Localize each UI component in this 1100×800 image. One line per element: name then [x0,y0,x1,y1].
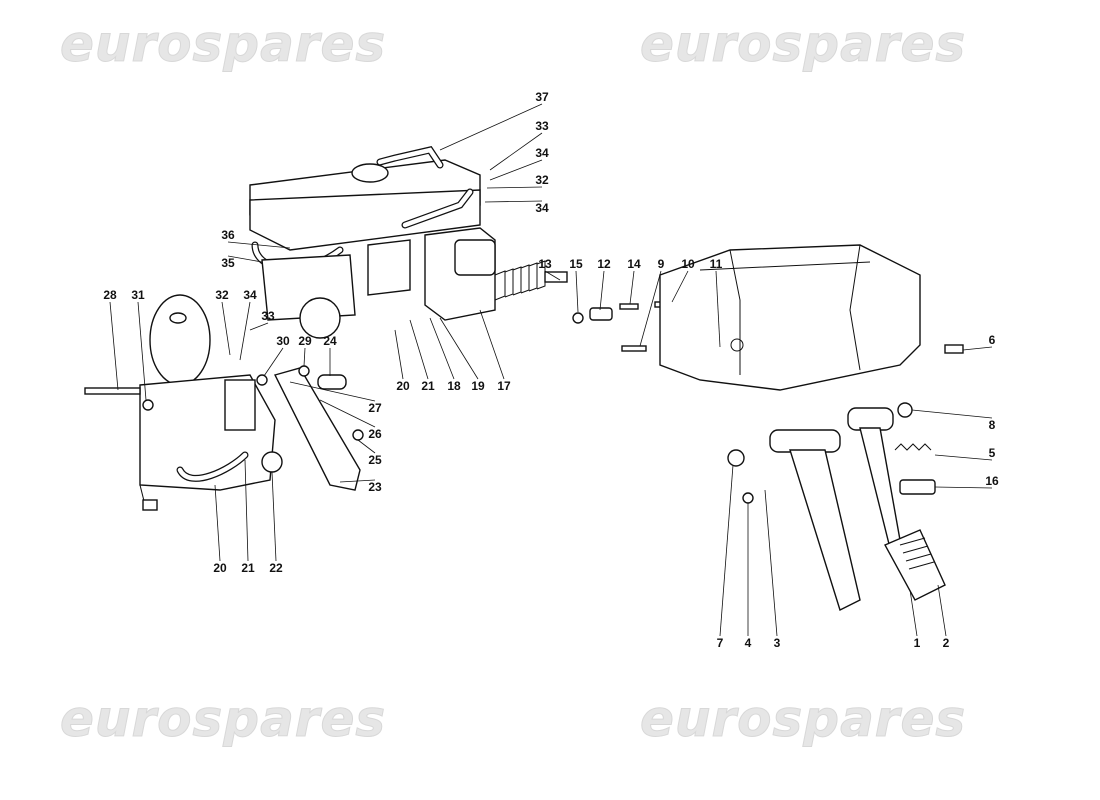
callout-5: 5 [988,446,996,460]
leader-line [575,270,579,313]
leader-line [249,322,269,331]
callout-1: 1 [913,636,921,650]
leader-line [439,103,543,151]
callout-3: 3 [773,636,781,650]
callout-33: 33 [535,119,549,133]
callout-16: 16 [985,474,999,488]
callout-32: 32 [215,288,229,302]
callout-18: 18 [447,379,461,393]
callout-6: 6 [988,333,996,347]
leader-line [911,409,993,419]
callout-33: 33 [261,309,275,323]
callout-36: 36 [221,228,235,242]
callout-31: 31 [131,288,145,302]
callout-4: 4 [744,636,752,650]
leader-line [671,270,689,303]
watermark: eurospares [639,690,967,749]
callout-26: 26 [368,427,382,441]
callout-29: 29 [298,334,312,348]
callout-19: 19 [471,379,485,393]
watermark: eurospares [59,15,387,74]
leader-line [239,301,251,361]
leader-line [319,399,376,428]
leader-line [221,301,231,356]
leader-line [214,484,221,562]
leader-line [962,346,993,351]
callout-23: 23 [368,480,382,494]
leader-line [137,301,147,401]
hydraulic-unit [261,227,568,339]
callout-21: 21 [241,561,255,575]
leader-line [357,439,376,454]
leader-line [289,381,376,402]
leader-line [271,471,277,562]
pedal-assembly [769,407,946,611]
leader-line [544,270,561,281]
callout-17: 17 [497,379,511,393]
leader-line [639,270,662,347]
callout-20: 20 [213,561,227,575]
watermark: eurospares [639,15,967,74]
leader-line [489,132,543,171]
leader-line [715,270,721,348]
leader-line [489,159,543,181]
callout-20: 20 [396,379,410,393]
accumulator [149,294,211,386]
callout-11: 11 [709,257,723,271]
leader-line [263,347,284,377]
leader-line [629,270,635,305]
leader-line [937,584,947,637]
callout-34: 34 [535,201,549,215]
callout-14: 14 [627,257,641,271]
leader-line [484,200,543,203]
leader-line [244,459,249,562]
leader-line [479,309,505,380]
leader-line [303,347,306,367]
callout-13: 13 [538,257,552,271]
leader-line [409,319,429,380]
leader-line [394,329,404,380]
callout-37: 37 [535,90,549,104]
callout-9: 9 [657,257,665,271]
leader-line [909,589,918,637]
watermark: eurospares [59,690,387,749]
leader-line [227,255,263,263]
callout-30: 30 [276,334,290,348]
leader-line [599,270,605,311]
leader-line [439,317,479,380]
leader-line [109,301,119,391]
leader-line [719,464,734,637]
callout-27: 27 [368,401,382,415]
callout-12: 12 [597,257,611,271]
callout-15: 15 [569,257,583,271]
leader-line [934,454,993,461]
leader-line [934,486,993,489]
callout-7: 7 [716,636,724,650]
callout-22: 22 [269,561,283,575]
brake-fluid-reservoir [249,159,481,296]
callout-2: 2 [942,636,950,650]
callout-10: 10 [681,257,695,271]
callout-32: 32 [535,173,549,187]
leader-line [429,317,455,380]
leader-line [227,241,291,249]
callout-34: 34 [243,288,257,302]
leader-line [764,489,778,637]
leader-line [339,479,376,483]
leader-line [486,186,543,189]
callout-34: 34 [535,146,549,160]
callout-8: 8 [988,418,996,432]
callout-35: 35 [221,256,235,270]
pedal-box-cover [659,244,921,391]
callout-21: 21 [421,379,435,393]
callout-25: 25 [368,453,382,467]
callout-28: 28 [103,288,117,302]
callout-24: 24 [323,334,337,348]
